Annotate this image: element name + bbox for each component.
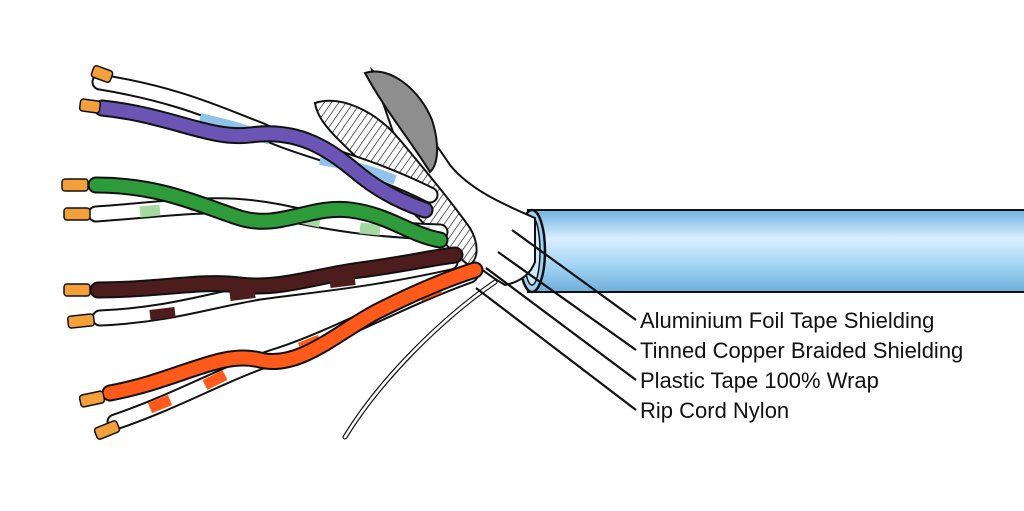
wire-pair-brown [63, 246, 464, 329]
leader-line-braid [497, 251, 637, 351]
cable-jacket [517, 208, 1024, 294]
leader-lines [475, 229, 637, 411]
label-braided-shielding: Tinned Copper Braided Shielding [640, 338, 963, 363]
leader-line-ripcord [475, 287, 637, 411]
leader-line-tape [485, 267, 637, 381]
leader-line-foil [511, 229, 637, 321]
wire-pair-green [61, 176, 449, 249]
wire-pair-blue [78, 65, 439, 219]
label-rip-cord: Rip Cord Nylon [640, 398, 789, 423]
aluminium-foil [363, 70, 438, 174]
rip-cord [342, 279, 498, 440]
label-plastic-tape: Plastic Tape 100% Wrap [640, 368, 879, 393]
wire-pair-orange [78, 261, 484, 440]
label-aluminium-foil: Aluminium Foil Tape Shielding [640, 308, 934, 333]
